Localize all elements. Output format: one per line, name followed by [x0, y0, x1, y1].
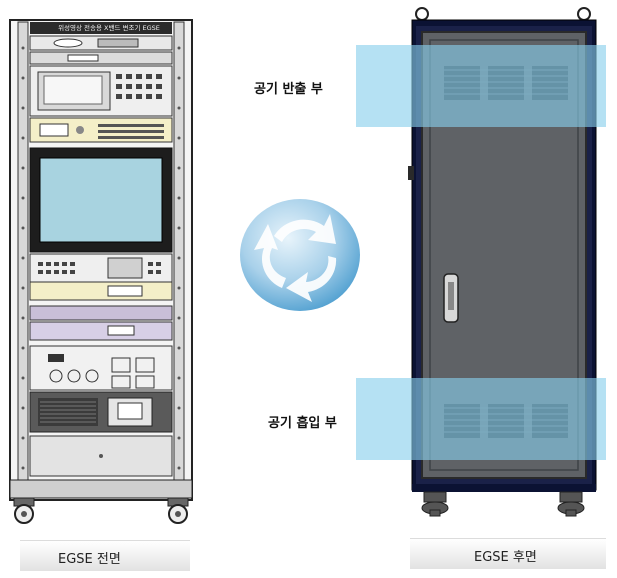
circulation-arrows-icon [236, 196, 364, 314]
front-rack-drawing [9, 19, 193, 524]
intake-label: 공기 흡입 부 [268, 416, 337, 431]
intake-zone [356, 378, 606, 460]
front-rack: 위성영상 전송용 X밴드 변조기 EGSE [8, 18, 194, 528]
front-caption: EGSE 전면 [58, 552, 121, 567]
front-rack-title: 위성영상 전송용 X밴드 변조기 EGSE [58, 24, 160, 32]
exhaust-label: 공기 반출 부 [254, 82, 323, 97]
exhaust-zone [356, 45, 606, 127]
rear-caption: EGSE 후면 [474, 550, 537, 565]
front-caption-bar [20, 540, 190, 571]
caster-wheel-icon [13, 497, 189, 524]
door-handle-icon [443, 273, 459, 323]
rear-caption-bar [410, 538, 606, 569]
